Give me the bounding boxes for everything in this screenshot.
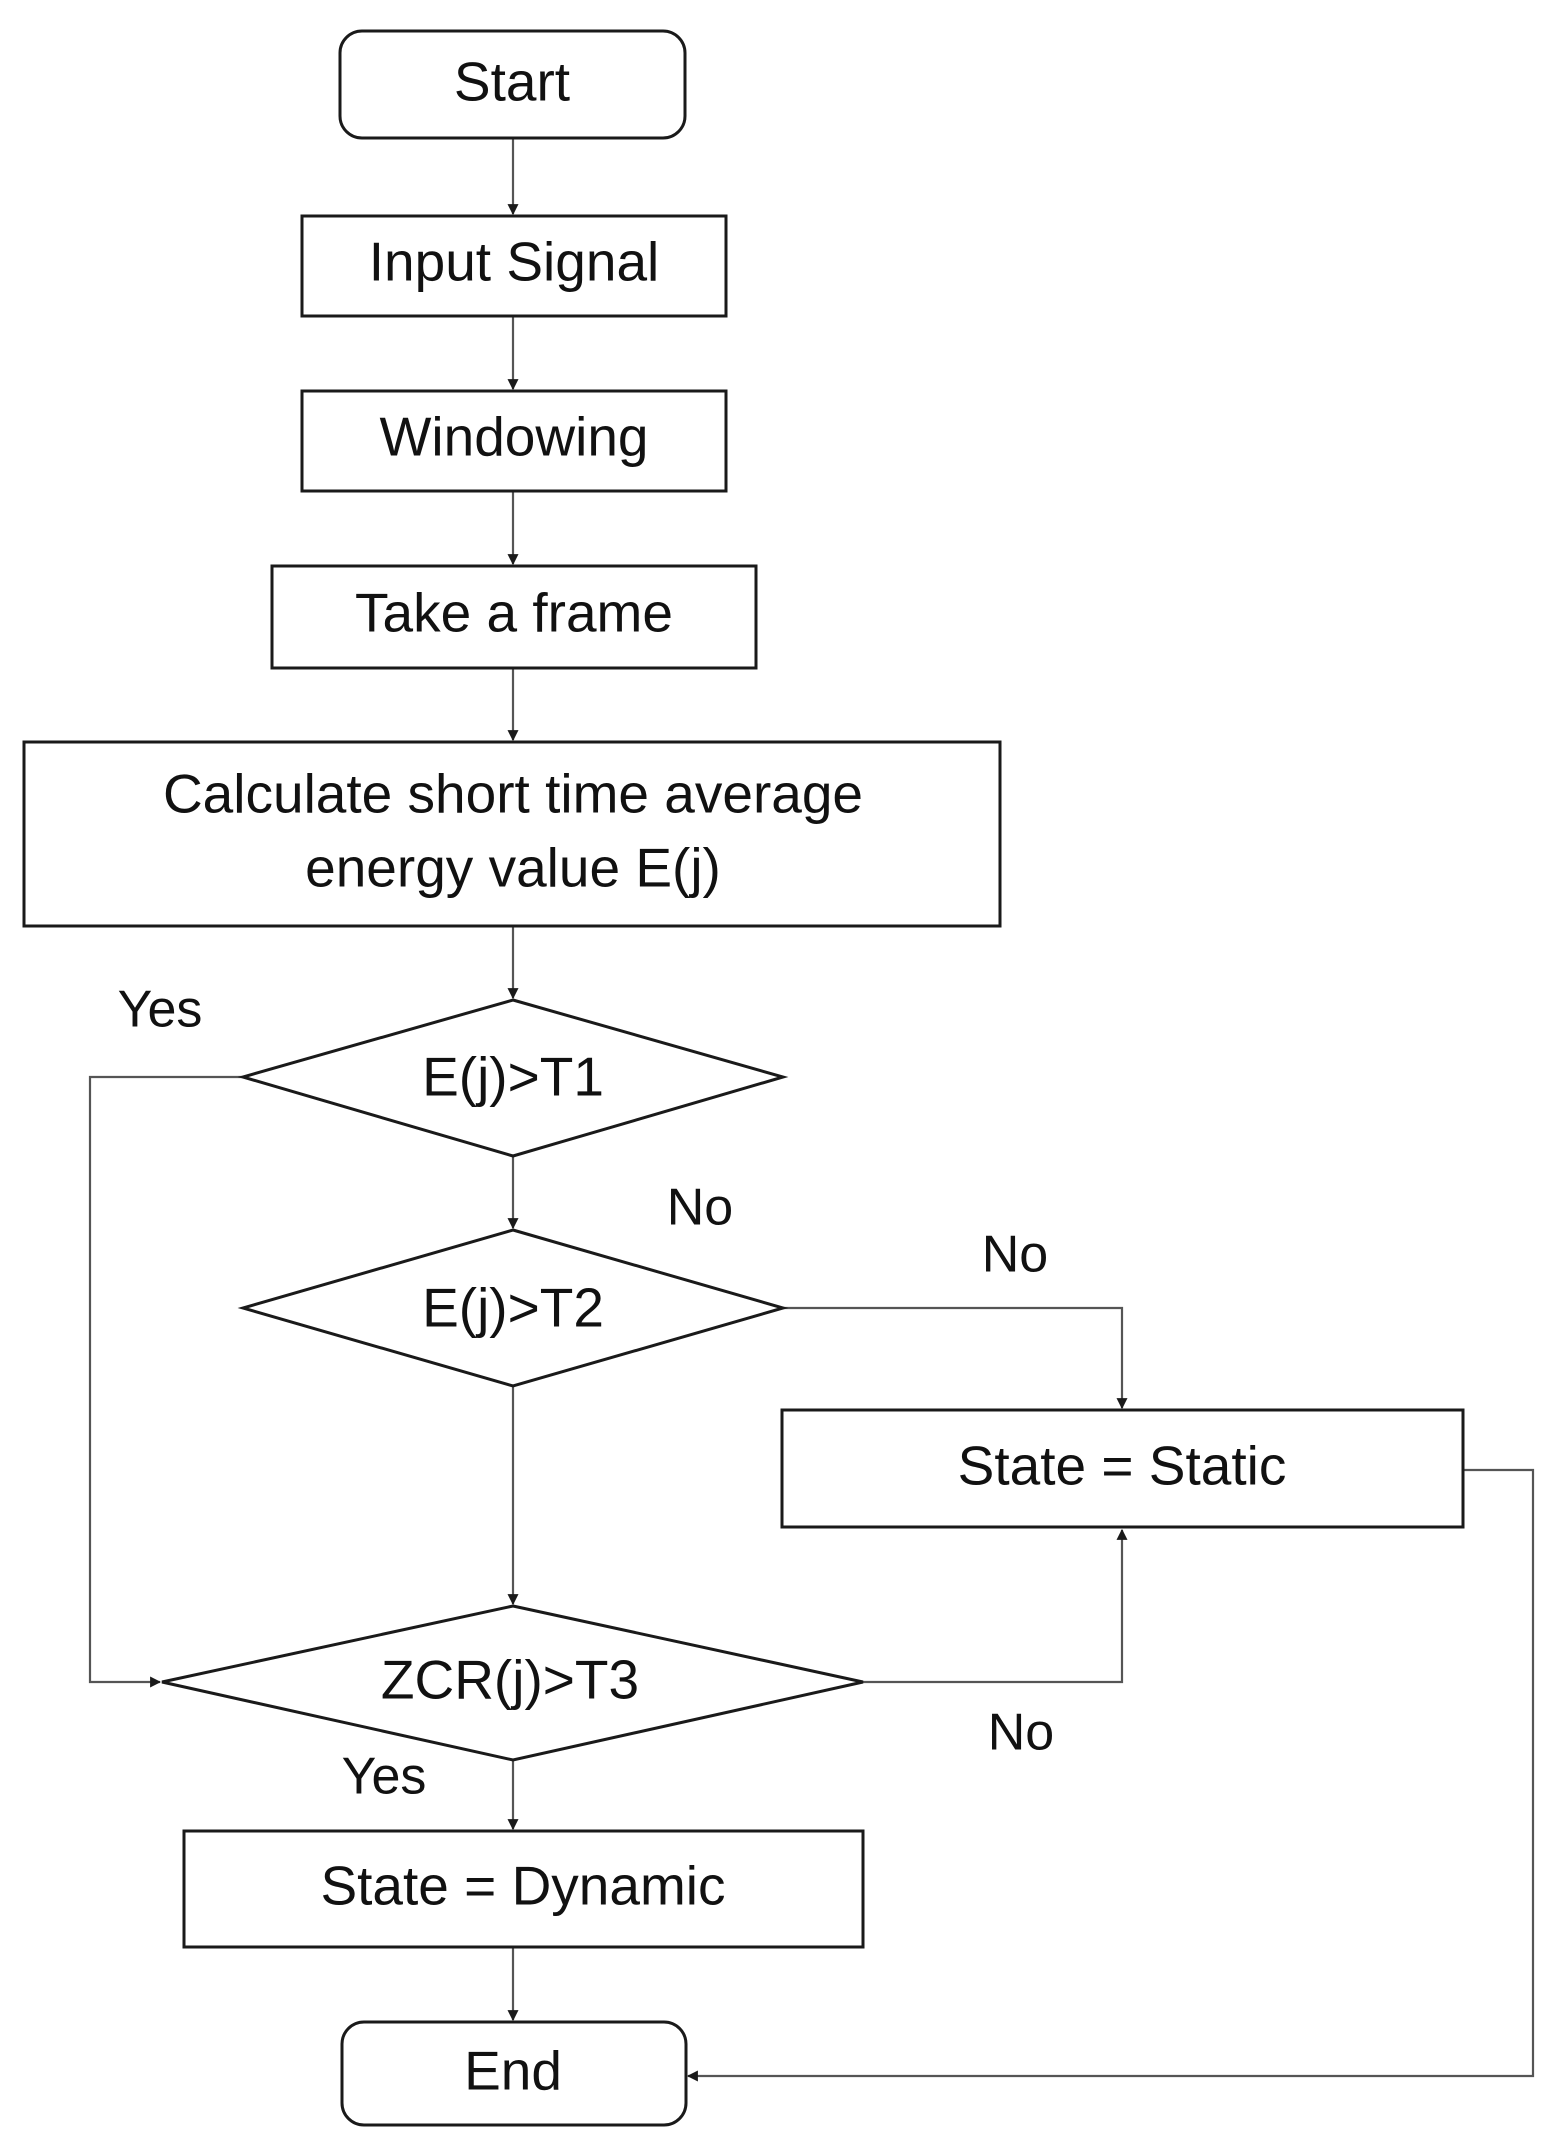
arrow-zcr-no-to-static (863, 1528, 1128, 1684)
decision-zcr: ZCR(j)>T3 (161, 1604, 864, 1762)
input-signal-process: Input Signal (300, 214, 728, 318)
end-label: End (464, 2040, 562, 2102)
edge-label-zcr-yes: Yes (342, 1748, 427, 1806)
start-label: Start (454, 51, 570, 113)
decision-t1: E(j)>T1 (237, 998, 789, 1158)
edge-label-zcr-no: No (988, 1704, 1054, 1762)
start-terminal: Start (338, 29, 687, 140)
edge-label-t1-yes: Yes (118, 981, 203, 1039)
decision-t1-label: E(j)>T1 (422, 1046, 604, 1108)
windowing-process: Windowing (300, 389, 728, 493)
arrow-t2-no-to-static (783, 1306, 1128, 1410)
decision-t2-label: E(j)>T2 (422, 1277, 604, 1339)
windowing-label: Windowing (379, 406, 648, 468)
state-dynamic-process: State = Dynamic (182, 1829, 865, 1949)
arrow-static-to-end (686, 1468, 1535, 2082)
edge-label-t2-no: No (982, 1226, 1048, 1284)
connectors (88, 138, 1535, 2082)
calc-energy-label-line2: energy value E(j) (305, 837, 721, 899)
calc-energy-process: Calculate short time average energy valu… (22, 740, 1002, 928)
state-dynamic-label: State = Dynamic (320, 1855, 725, 1917)
decision-t2: E(j)>T2 (237, 1228, 789, 1388)
state-static-process: State = Static (780, 1408, 1465, 1529)
end-terminal: End (340, 2020, 688, 2127)
take-frame-label: Take a frame (355, 582, 673, 644)
edge-label-t1-no: No (667, 1179, 733, 1237)
calc-energy-label-line1: Calculate short time average (163, 763, 863, 825)
input-signal-label: Input Signal (369, 231, 660, 293)
decision-zcr-label: ZCR(j)>T3 (381, 1649, 639, 1711)
state-static-label: State = Static (958, 1435, 1287, 1497)
arrow-t1-yes-to-zcr (88, 1075, 243, 1688)
take-frame-process: Take a frame (270, 564, 758, 670)
